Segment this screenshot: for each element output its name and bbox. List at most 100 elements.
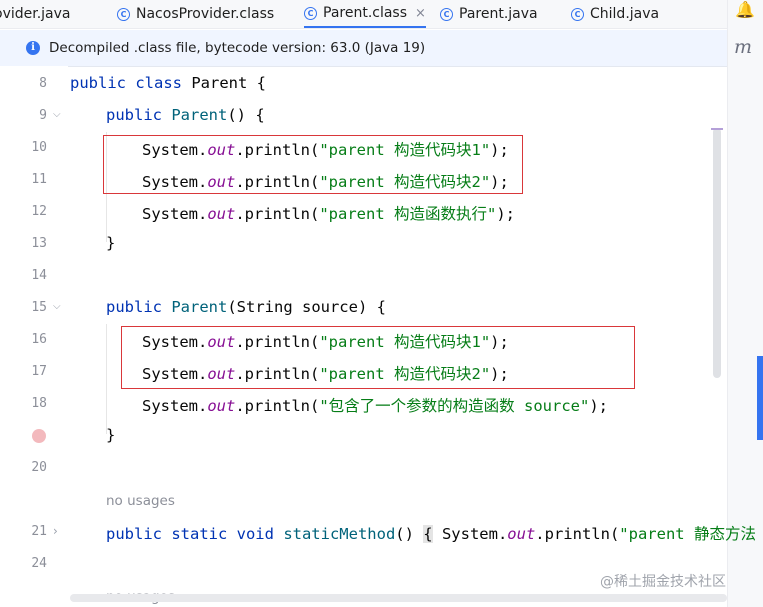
horizontal-scrollbar[interactable]	[70, 594, 727, 602]
code-line-17[interactable]: System.out.println("parent 构造代码块2");	[142, 362, 509, 384]
highlight-box	[121, 326, 635, 389]
code-text: System.	[142, 173, 208, 191]
field: out	[207, 365, 236, 383]
code-text: );	[490, 173, 509, 191]
code-text: System.	[142, 205, 208, 223]
line-number: 8	[39, 76, 47, 91]
tab-child-java[interactable]: C Child.java	[571, 0, 659, 28]
class-icon: C	[117, 7, 130, 21]
field: out	[207, 141, 236, 159]
class-icon: C	[304, 6, 317, 20]
code-text: {	[247, 74, 266, 92]
side-scroll-indicator[interactable]	[757, 356, 763, 440]
string-literal: "parent 构造函数执行"	[319, 205, 497, 223]
line-number-gutter	[0, 66, 68, 607]
code-text: );	[490, 333, 509, 351]
line-number: 17	[31, 364, 47, 379]
code-line-15[interactable]: public Parent(String source) {	[106, 298, 386, 316]
breakpoint-icon[interactable]	[32, 429, 46, 443]
code-text: System.	[142, 333, 208, 351]
code-line-8[interactable]: public class Parent {	[70, 74, 266, 92]
line-number: 12	[31, 204, 47, 219]
code-text: () {	[227, 106, 265, 124]
class-icon: C	[440, 7, 453, 21]
class-name: Parent	[191, 74, 248, 92]
string-literal: "parent 静态方法	[619, 525, 756, 543]
code-text: );	[490, 365, 509, 383]
scrollbar-marker	[711, 128, 723, 130]
code-line-16[interactable]: System.out.println("parent 构造代码块1");	[142, 330, 509, 352]
banner-text: Decompiled .class file, bytecode version…	[49, 40, 426, 56]
line-number: 21	[31, 524, 47, 539]
maven-icon[interactable]: m	[734, 36, 753, 58]
code-line-19[interactable]: }	[106, 426, 116, 444]
code-line-21[interactable]: public static void staticMethod() { Syst…	[106, 522, 756, 544]
tab-label: Child.java	[590, 6, 660, 22]
notifications-bell-icon[interactable]: 🔔	[735, 0, 755, 19]
editor-tab-bar: ovider.java C NacosProvider.class C Pare…	[0, 0, 727, 29]
code-text: .println(	[235, 141, 320, 159]
code-text: .println(	[235, 397, 320, 415]
constructor-name: Parent	[171, 106, 228, 124]
fold-chevron-icon[interactable]: ⌵	[53, 109, 61, 120]
close-icon[interactable]: ×	[415, 5, 426, 21]
code-line-13[interactable]: }	[106, 234, 116, 252]
line-number: 24	[31, 556, 47, 571]
tab-label: Parent.java	[459, 6, 538, 22]
fold-chevron-icon[interactable]: ⌵	[53, 301, 61, 312]
code-line-18[interactable]: System.out.println("包含了一个参数的构造函数 source"…	[142, 394, 608, 416]
expand-chevron-icon[interactable]: ›	[53, 524, 58, 538]
constructor-name: Parent	[171, 298, 228, 316]
field: out	[207, 205, 236, 223]
right-tool-strip	[727, 0, 763, 607]
indent-guide	[106, 132, 107, 242]
vertical-scrollbar[interactable]	[713, 128, 721, 378]
decompiled-info-banner: i Decompiled .class file, bytecode versi…	[0, 30, 727, 67]
code-text: .println(	[235, 365, 320, 383]
code-text: System.	[142, 141, 208, 159]
code-text: (String source) {	[227, 298, 386, 316]
code-line-12[interactable]: System.out.println("parent 构造函数执行");	[142, 202, 515, 224]
code-text: );	[496, 205, 515, 223]
tab-label: ovider.java	[0, 6, 71, 22]
line-number: 10	[31, 140, 47, 155]
string-literal: "包含了一个参数的构造函数 source"	[319, 397, 590, 415]
line-number: 18	[31, 396, 47, 411]
code-line-9[interactable]: public Parent() {	[106, 106, 265, 124]
code-line-11[interactable]: System.out.println("parent 构造代码块2");	[142, 170, 509, 192]
class-icon: C	[571, 7, 584, 21]
tab-parent-class[interactable]: C Parent.class ×	[304, 0, 426, 28]
watermark: @稀土掘金技术社区	[600, 574, 726, 590]
code-text: );	[490, 141, 509, 159]
tab-label: Parent.class	[323, 5, 408, 21]
code-text: System.	[142, 397, 208, 415]
code-line-10[interactable]: System.out.println("parent 构造代码块1");	[142, 138, 509, 160]
code-text: .println(	[235, 205, 320, 223]
code-text: ()	[395, 525, 424, 543]
method-name: staticMethod	[283, 525, 396, 543]
tab-parent-java[interactable]: C Parent.java	[440, 0, 538, 28]
tab-nacosprovider-class[interactable]: C NacosProvider.class	[117, 0, 274, 28]
tab-provider-java[interactable]: ovider.java	[0, 0, 71, 28]
usages-hint[interactable]: no usages	[106, 493, 175, 509]
line-number: 14	[31, 268, 47, 283]
keyword: public class	[70, 74, 192, 92]
field: out	[507, 525, 536, 543]
string-literal: "parent 构造代码块2"	[319, 365, 491, 383]
string-literal: "parent 构造代码块2"	[319, 173, 491, 191]
field: out	[207, 397, 236, 415]
field: out	[207, 333, 236, 351]
line-number: 15	[31, 300, 47, 315]
line-number: 9	[39, 108, 47, 123]
line-number: 13	[31, 236, 47, 251]
keyword: public	[106, 298, 172, 316]
code-text: .println(	[235, 173, 320, 191]
field: out	[207, 173, 236, 191]
code-text: );	[589, 397, 608, 415]
string-literal: "parent 构造代码块1"	[319, 141, 491, 159]
code-text: System.	[142, 365, 208, 383]
indent-guide	[106, 324, 107, 434]
string-literal: "parent 构造代码块1"	[319, 333, 491, 351]
line-number: 16	[31, 332, 47, 347]
code-text: {	[423, 525, 433, 543]
